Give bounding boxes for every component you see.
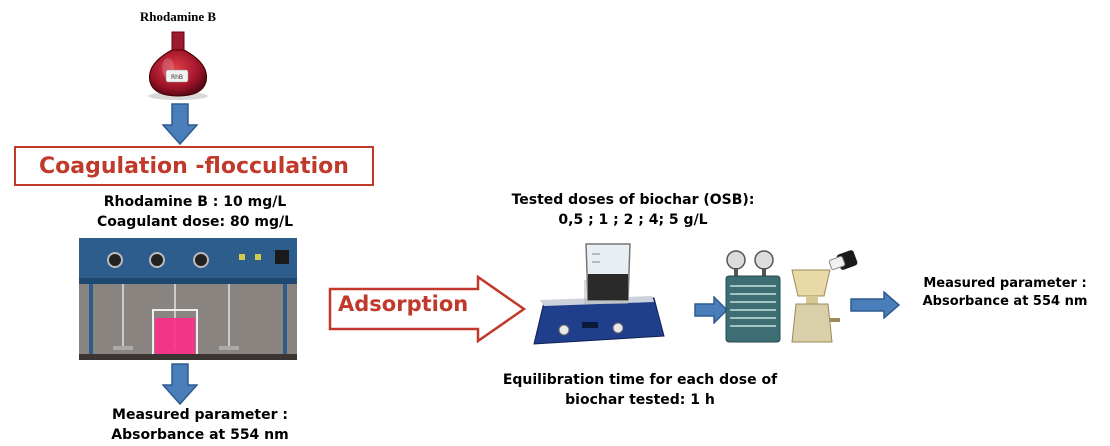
flask-label: RhB [171, 74, 183, 81]
jar-test-apparatus-image [79, 238, 297, 360]
tested-doses: Tested doses of biochar (OSB): 0,5 ; 1 ;… [468, 190, 798, 230]
down-arrow-icon [162, 363, 198, 405]
rhodamine-b-title: Rhodamine B [139, 9, 217, 24]
measured-parameter-heading: Measured parameter : [923, 276, 1087, 291]
coagulation-parameters: Rhodamine B : 10 mg/L Coagulant dose: 80… [30, 192, 360, 232]
volumetric-flask-icon: RhB [148, 31, 208, 100]
right-arrow-icon [850, 291, 900, 319]
right-arrow-icon [694, 296, 728, 324]
equilibration-time: Equilibration time for each dose of bioc… [470, 370, 810, 410]
equilibration-line-2: biochar tested: 1 h [565, 392, 715, 408]
rhodamine-concentration: Rhodamine B : 10 mg/L [103, 194, 287, 210]
measured-parameter-heading: Measured parameter : [112, 407, 288, 423]
tested-doses-heading: Tested doses of biochar (OSB): [511, 192, 755, 208]
coagulant-dose: Coagulant dose: 80 mg/L [96, 214, 294, 230]
left-measured-parameter: Measured parameter : Absorbance at 554 n… [60, 405, 340, 445]
absorbance-value: Absorbance at 554 nm [922, 294, 1088, 309]
adsorption-arrow-icon [328, 275, 526, 343]
tested-doses-values: 0,5 ; 1 ; 2 ; 4; 5 g/L [558, 212, 708, 228]
filtration-unit-icon [725, 250, 858, 343]
magnetic-stirrer-icon [533, 243, 665, 345]
equilibration-line-1: Equilibration time for each dose of [502, 372, 778, 388]
coagulation-flocculation-label: Coagulation -flocculation [39, 153, 349, 179]
down-arrow-icon [162, 103, 198, 145]
right-measured-parameter: Measured parameter : Absorbance at 554 n… [905, 275, 1105, 311]
absorbance-value: Absorbance at 554 nm [111, 427, 289, 443]
adsorption-label: Adsorption [338, 292, 469, 316]
coagulation-flocculation-box: Coagulation -flocculation [14, 146, 374, 186]
